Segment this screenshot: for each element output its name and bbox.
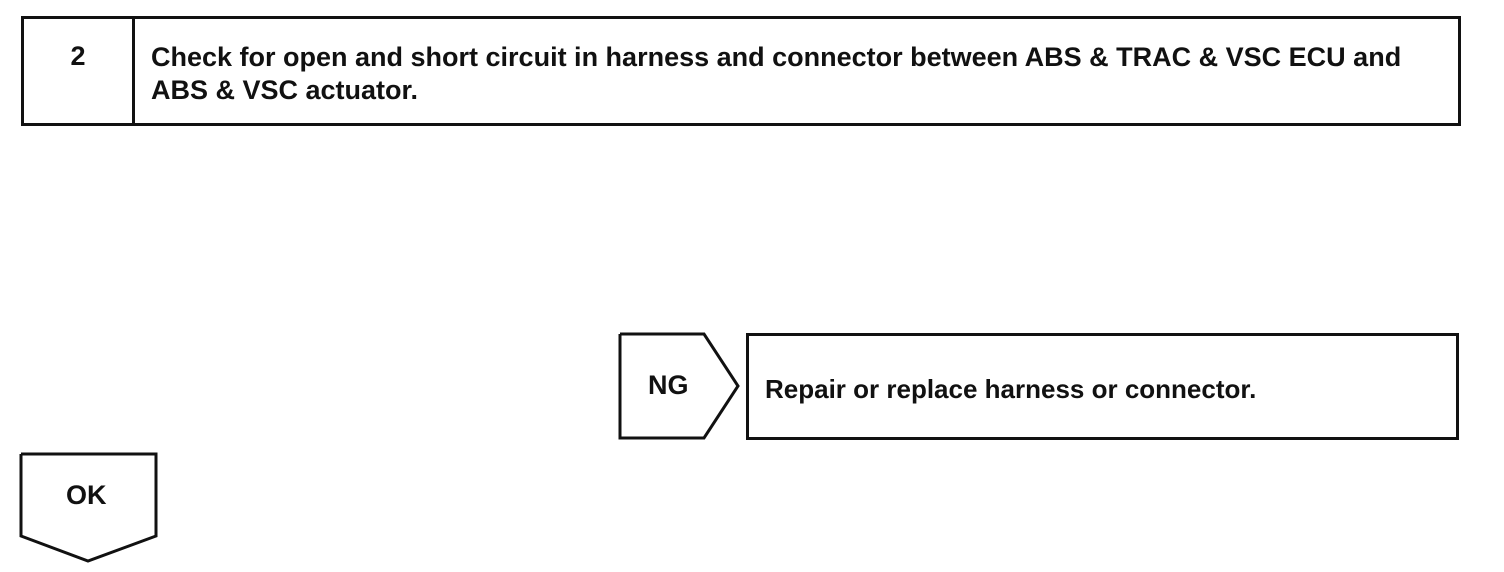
ok-label: OK [66, 480, 107, 510]
ng-label: NG [648, 370, 689, 400]
ng-action-box: Repair or replace harness or connector. [746, 333, 1459, 440]
step-box: 2 Check for open and short circuit in ha… [21, 16, 1461, 126]
step-number: 2 [24, 19, 135, 123]
ng-action-text: Repair or replace harness or connector. [765, 374, 1257, 404]
ng-arrow-shape [618, 332, 740, 440]
ok-arrow-shape [19, 452, 158, 563]
step-title: Check for open and short circuit in harn… [151, 42, 1402, 105]
